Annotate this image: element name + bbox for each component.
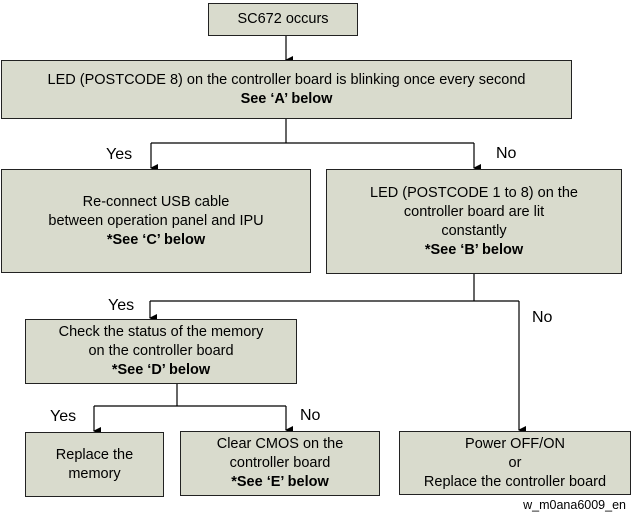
question-led-blinking-ref: See ‘A’ below: [240, 90, 333, 107]
check-memory-line-2: on the controller board: [88, 343, 234, 359]
reconnect-usb-box: Re-connect USB cable between operation p…: [1, 169, 311, 273]
power-cycle-line-1: Power OFF/ON: [465, 435, 565, 452]
question-led-lit-line-2: controller board are lit: [403, 203, 545, 220]
replace-memory-line-2: memory: [68, 465, 121, 482]
replace-memory-box: Replace the memory: [25, 432, 164, 497]
replace-memory-line-1: Replace the: [55, 446, 134, 463]
start-box: SC672 occurs: [208, 3, 358, 36]
yes-label-1: Yes: [106, 146, 133, 163]
no-label-1: No: [496, 145, 517, 162]
reconnect-usb-line-1: Re-connect USB cable: [82, 193, 230, 210]
clear-cmos-box: Clear CMOS on the controller board *See …: [180, 431, 380, 496]
reconnect-usb-line-2: between operation panel and IPU: [48, 212, 264, 229]
figure-caption: w_m0ana6009_en: [523, 498, 626, 512]
question-led-lit-ref: *See ‘B’ below: [424, 241, 524, 258]
question-led-blinking-box: LED (POSTCODE 8) on the controller board…: [1, 60, 572, 119]
no-label-3: No: [300, 407, 321, 424]
clear-cmos-line-1: Clear CMOS on the: [216, 436, 344, 452]
no-label-2: No: [532, 309, 553, 326]
question-led-lit-line-3: constantly: [441, 222, 507, 239]
check-memory-box: Check the status of the memory on the co…: [25, 319, 297, 384]
reconnect-usb-ref: *See ‘C’ below: [106, 231, 206, 248]
start-text: SC672 occurs: [237, 11, 329, 27]
check-memory-line-1: Check the status of the memory: [58, 324, 264, 340]
check-memory-ref: *See ‘D’ below: [111, 362, 211, 378]
clear-cmos-ref: *See ‘E’ below: [231, 474, 329, 490]
question-led-blinking-text: LED (POSTCODE 8) on the controller board…: [47, 71, 526, 88]
yes-label-3: Yes: [50, 408, 77, 425]
clear-cmos-line-2: controller board: [229, 455, 331, 471]
power-cycle-line-2: or: [508, 454, 522, 471]
power-cycle-line-3: Replace the controller board: [423, 473, 607, 490]
question-led-lit-box: LED (POSTCODE 1 to 8) on the controller …: [326, 169, 622, 274]
power-cycle-box: Power OFF/ON or Replace the controller b…: [399, 431, 631, 495]
question-led-lit-line-1: LED (POSTCODE 1 to 8) on the: [370, 184, 578, 201]
yes-label-2: Yes: [108, 297, 135, 314]
